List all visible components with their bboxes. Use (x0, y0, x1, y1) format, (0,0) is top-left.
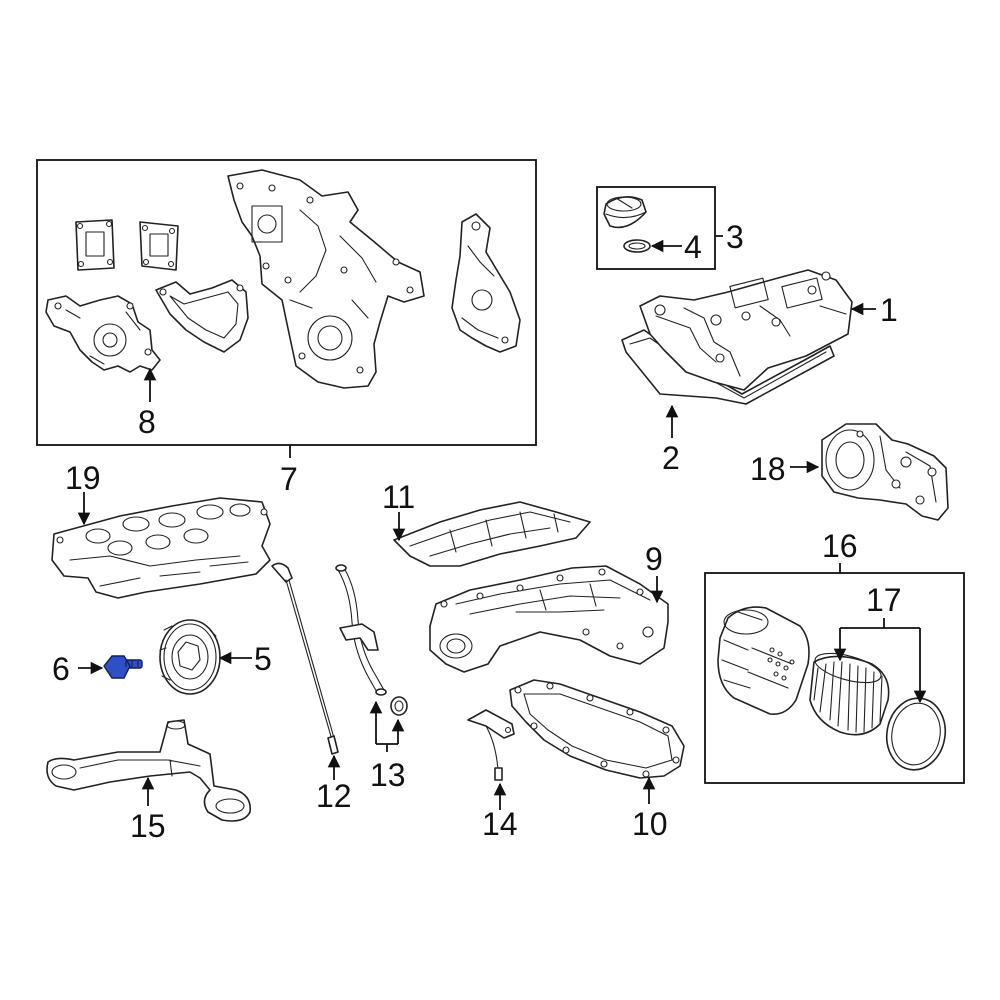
crankshaft-pulley[interactable] (159, 619, 221, 695)
callout-14-label: 14 (482, 806, 518, 842)
callout-17-label: 17 (866, 582, 902, 618)
callout-1-label: 1 (880, 292, 898, 328)
callout-5-label: 5 (254, 641, 272, 677)
oil-dipstick[interactable] (271, 562, 339, 755)
timing-cover-gasket-small-1[interactable] (75, 219, 115, 271)
callout-6-label: 6 (52, 651, 70, 687)
oil-filter-housing-bracket[interactable] (821, 423, 949, 521)
oil-filter-box (704, 572, 965, 784)
timing-cover-group-box (36, 159, 537, 446)
callout-10-label: 10 (632, 806, 668, 842)
dipstick-tube[interactable] (335, 564, 387, 696)
callout-19-label: 19 (65, 460, 101, 496)
callout-3-label: 3 (726, 219, 744, 255)
pulley-bolt-highlighted[interactable] (103, 655, 143, 679)
oil-pan-baffle[interactable] (393, 501, 591, 567)
oil-filter-cap[interactable] (717, 606, 810, 716)
oil-filter-element[interactable] (809, 648, 890, 736)
water-pump[interactable] (45, 295, 161, 373)
dipstick-tube-o-ring[interactable] (390, 696, 408, 716)
callout-11-label: 11 (382, 479, 415, 515)
oil-level-sensor[interactable] (467, 709, 515, 781)
intake-manifold[interactable] (51, 497, 271, 599)
callout-7-label: 7 (280, 461, 298, 497)
upper-oil-pan[interactable] (429, 565, 669, 673)
callout-13-label: 13 (370, 757, 406, 793)
callout-4-label: 4 (684, 229, 702, 265)
callout-2-label: 2 (662, 440, 680, 476)
valve-cover[interactable] (639, 269, 853, 391)
callout-16-label: 16 (822, 528, 858, 564)
lower-oil-pan[interactable] (509, 679, 685, 779)
water-pump-gasket[interactable] (155, 279, 249, 353)
oil-filler-cap-box (596, 186, 716, 270)
timing-cover-gasket-small-2[interactable] (139, 221, 179, 271)
callout-15-label: 15 (130, 808, 166, 844)
timing-cover-bracket[interactable] (451, 213, 521, 353)
oil-strainer-pickup[interactable] (46, 719, 252, 822)
timing-chain-cover[interactable] (227, 169, 425, 389)
oil-filter-o-ring[interactable] (881, 694, 951, 775)
oil-filler-cap-gasket[interactable] (623, 239, 651, 253)
callout-12-label: 12 (316, 778, 352, 814)
callout-18-label: 18 (750, 451, 786, 487)
callout-9-label: 9 (645, 541, 663, 577)
oil-filler-cap[interactable] (603, 196, 647, 229)
callout-8-label: 8 (138, 404, 156, 440)
